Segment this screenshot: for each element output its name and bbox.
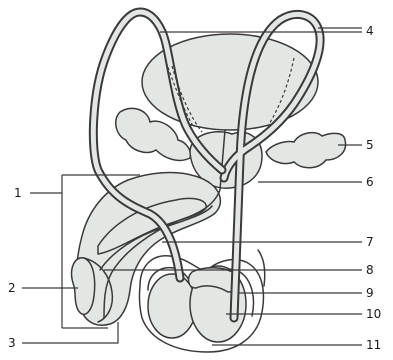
- label-4: 4: [366, 24, 374, 38]
- glans-penis: [72, 258, 95, 315]
- label-11: 11: [366, 338, 381, 352]
- leader-4: [160, 28, 362, 32]
- label-3: 3: [8, 336, 16, 350]
- label-6: 6: [366, 175, 374, 189]
- label-7: 7: [366, 235, 374, 249]
- label-2: 2: [8, 281, 16, 295]
- label-8: 8: [366, 263, 374, 277]
- label-5: 5: [366, 138, 374, 152]
- label-1: 1: [14, 186, 22, 200]
- label-10: 10: [366, 307, 381, 321]
- seminal-vesicle-right: [266, 133, 346, 168]
- label-9: 9: [366, 286, 374, 300]
